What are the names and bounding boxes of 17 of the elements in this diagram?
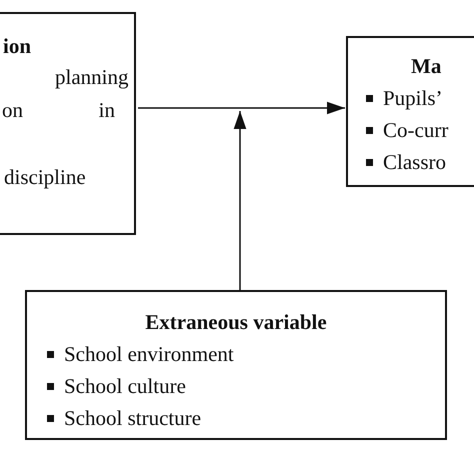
bullet-item: Pupils’ <box>366 86 443 110</box>
bullet-item: Co-curr <box>366 118 448 142</box>
bullet-item: School environment <box>47 342 234 366</box>
bullet-item: Classro <box>366 150 446 174</box>
bullet-item: School structure <box>47 406 202 430</box>
box-heading: Ma <box>411 54 442 78</box>
box-heading: Extraneous variable <box>144 310 328 334</box>
concept-box <box>346 36 474 187</box>
box-text: discipline <box>4 165 86 189</box>
arrow <box>138 102 345 114</box>
concept-box <box>0 12 136 235</box>
concept-box <box>25 290 447 440</box>
bullet-item: School culture <box>47 374 186 398</box>
box-text: on in <box>2 98 115 122</box>
arrow <box>234 111 246 290</box>
box-text: planning <box>55 65 128 89</box>
box-heading: ion <box>3 34 32 58</box>
